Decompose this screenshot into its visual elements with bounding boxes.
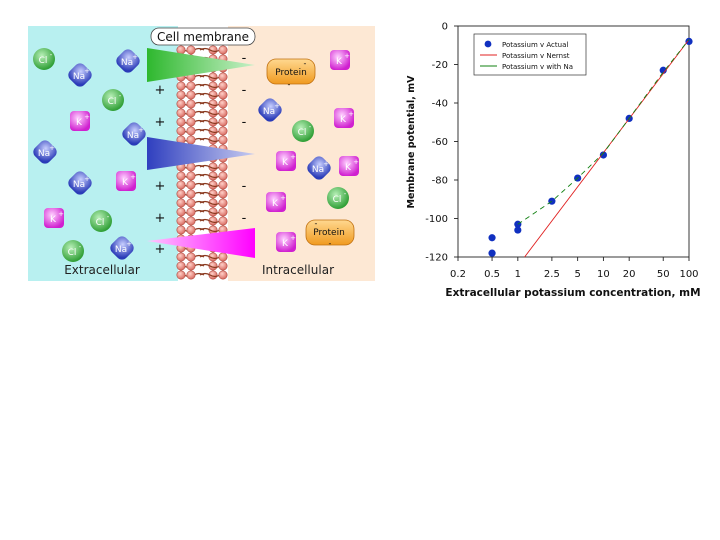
x-tick-label: 20 bbox=[623, 269, 636, 280]
legend-marker-actual bbox=[485, 41, 492, 48]
chart-legend: Potassium v ActualPotassium v NernstPota… bbox=[474, 34, 586, 75]
actual-data-point bbox=[548, 198, 555, 205]
actual-data-point bbox=[514, 226, 521, 233]
x-tick-label: 0.2 bbox=[450, 269, 466, 280]
y-tick-label: -60 bbox=[432, 137, 448, 148]
actual-data-point bbox=[685, 38, 692, 45]
x-tick-label: 5 bbox=[574, 269, 580, 280]
y-tick-label: 0 bbox=[442, 22, 448, 33]
y-tick-label: -120 bbox=[425, 253, 448, 264]
legend-entry-label: Potassium v Nernst bbox=[502, 52, 570, 60]
x-tick-label: 50 bbox=[657, 269, 670, 280]
x-tick-label: 2.5 bbox=[544, 269, 560, 280]
legend-entry-label: Potassium v with Na bbox=[502, 63, 573, 71]
y-axis-label: Membrane potential, mV bbox=[406, 75, 417, 209]
y-tick-label: -80 bbox=[432, 176, 448, 187]
legend-entry-label: Potassium v Actual bbox=[502, 41, 568, 49]
actual-data-point bbox=[488, 234, 495, 241]
x-tick-label: 0.5 bbox=[484, 269, 500, 280]
actual-data-point bbox=[488, 250, 495, 257]
y-tick-label: -100 bbox=[425, 214, 448, 225]
x-tick-label: 100 bbox=[679, 269, 698, 280]
x-tick-label: 10 bbox=[597, 269, 610, 280]
y-tick-label: -20 bbox=[432, 60, 448, 71]
x-tick-label: 1 bbox=[515, 269, 521, 280]
y-tick-label: -40 bbox=[432, 99, 448, 110]
x-axis-label: Extracellular potassium concentration, m… bbox=[445, 287, 700, 299]
